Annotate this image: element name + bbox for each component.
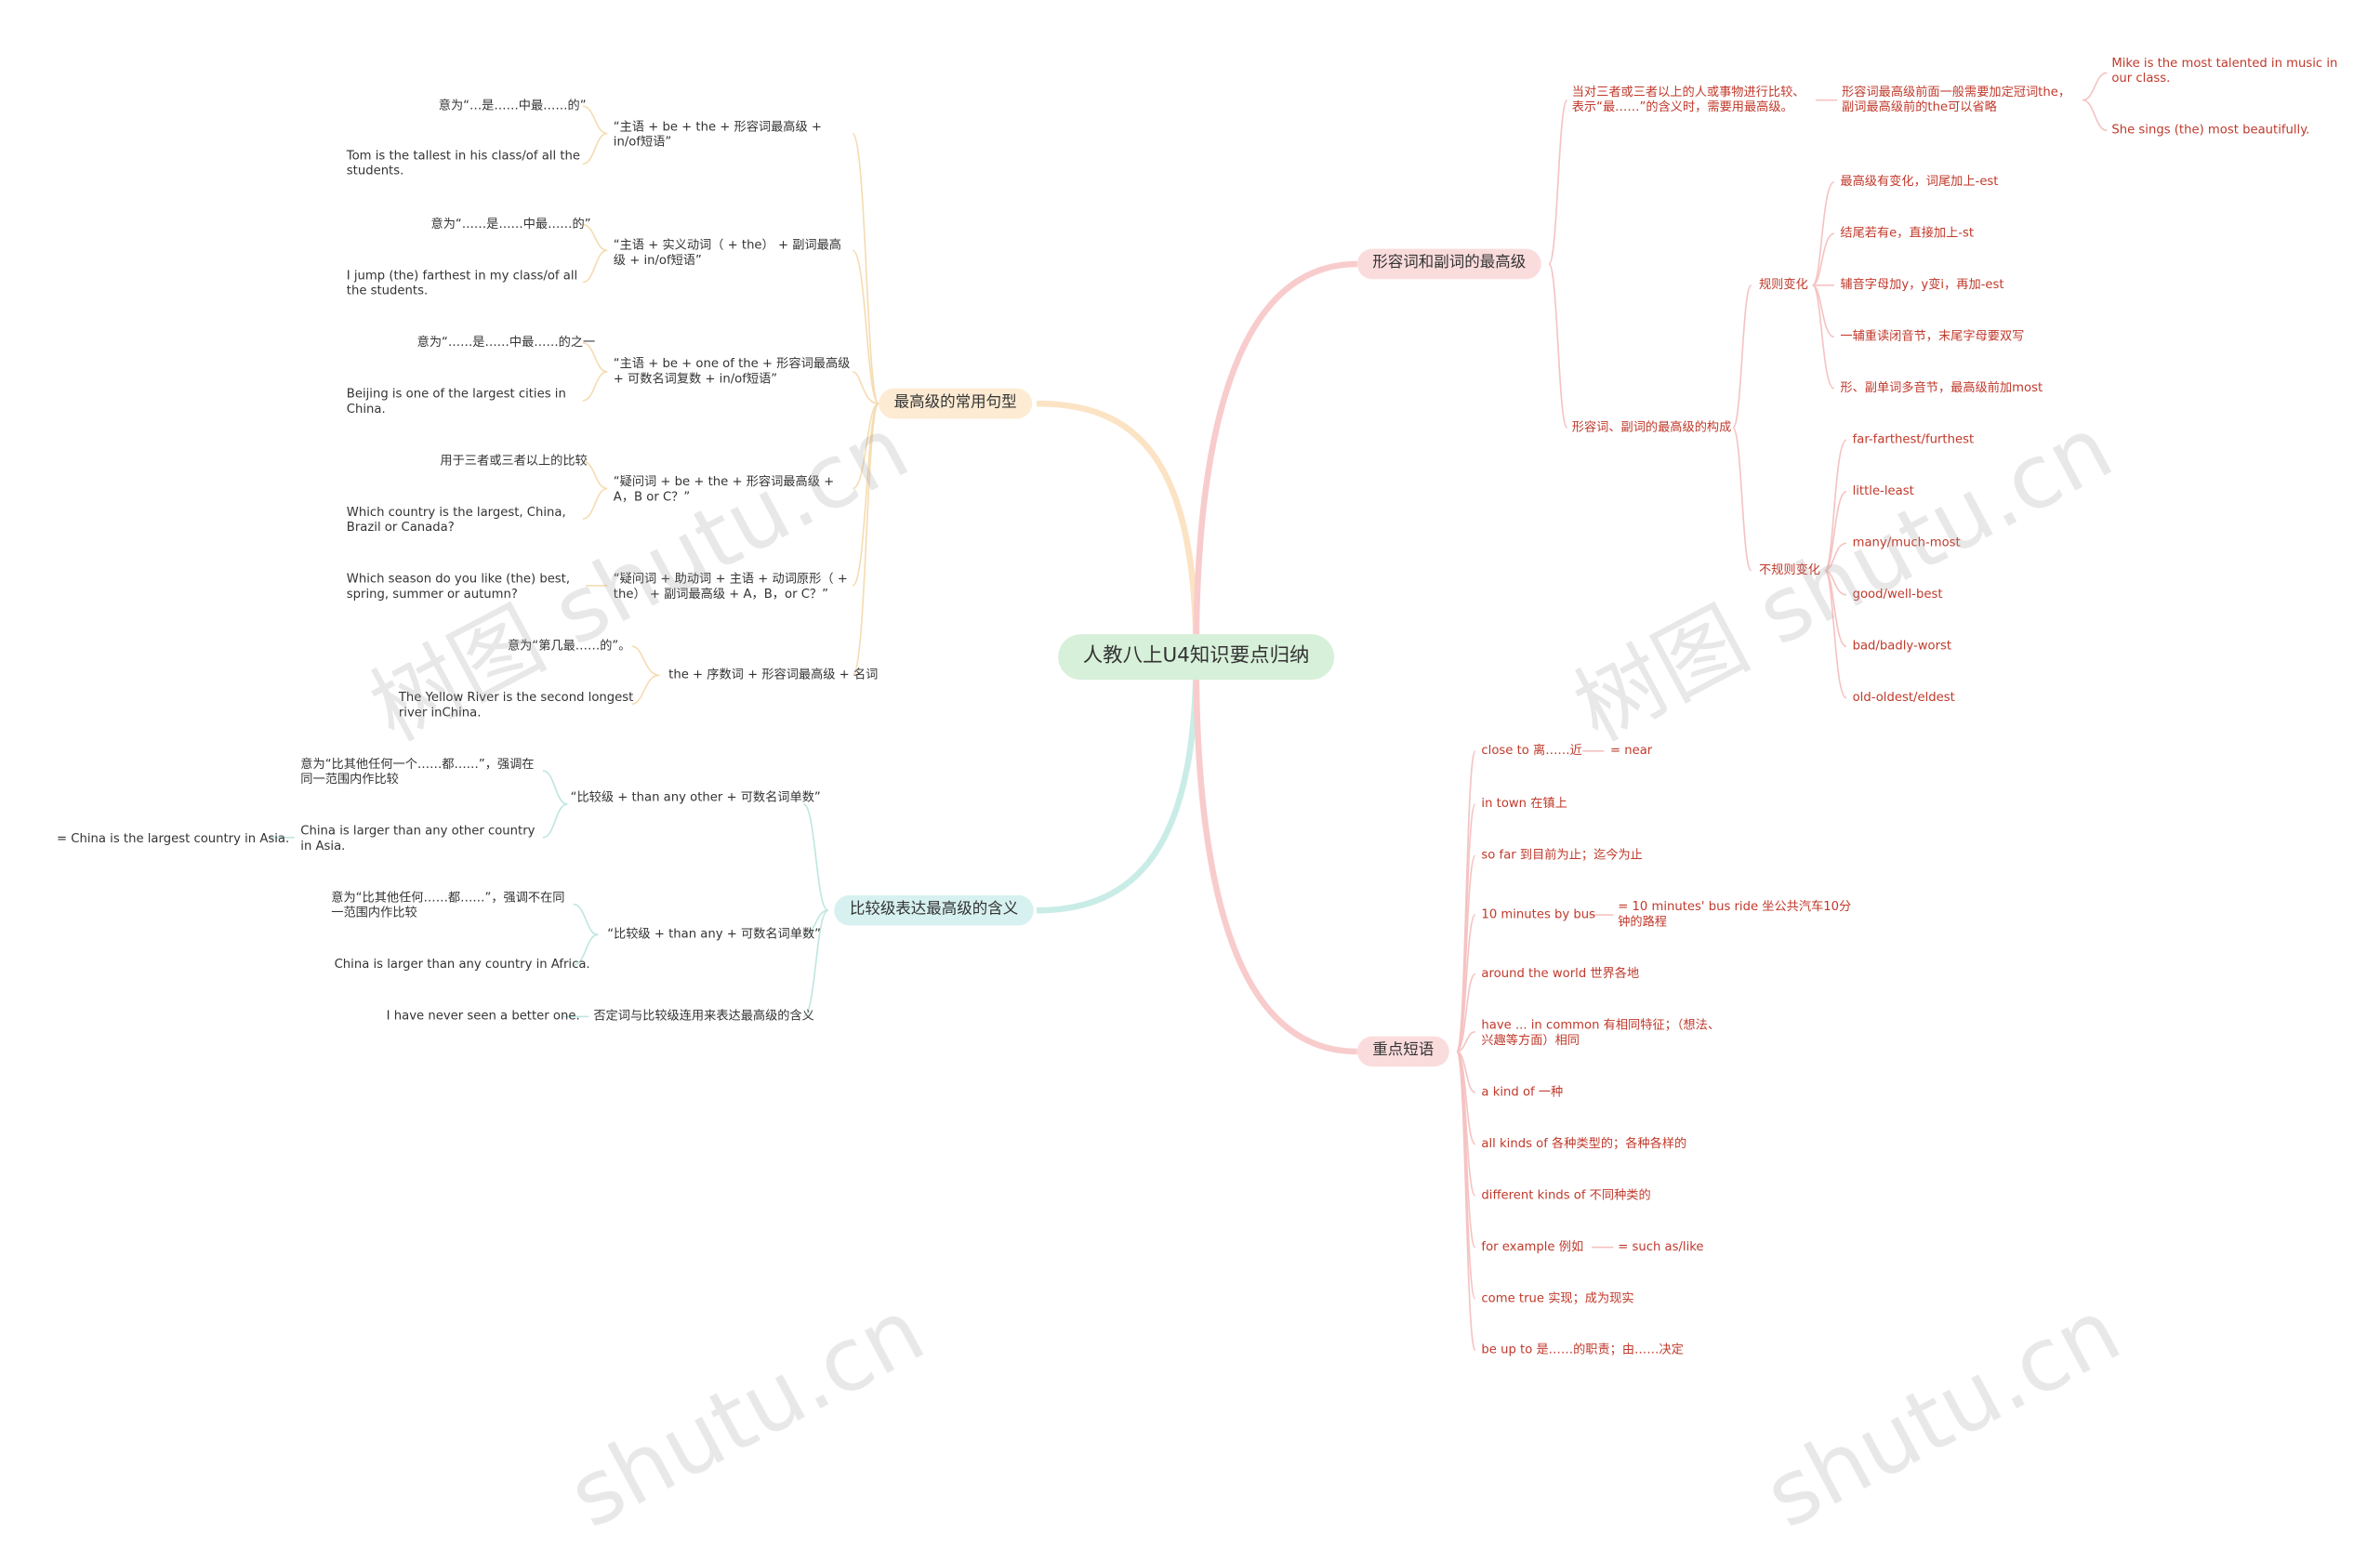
pattern-2-example[interactable]: I jump (the) farthest in my class/of all… (346, 268, 578, 298)
branch-formation[interactable]: 形容词和副词的最高级 (1356, 248, 1541, 280)
phrase-item[interactable]: so far 到目前为止；迄今为止 (1481, 848, 1643, 862)
comparative-3-example[interactable]: I have never seen a better one. (386, 1009, 580, 1023)
phrase-item[interactable]: in town 在镇上 (1481, 796, 1567, 811)
pattern-4-example[interactable]: Which country is the largest, China, Bra… (346, 505, 566, 535)
comparative-1[interactable]: “比较级 + than any other + 可数名词单数” (570, 790, 821, 804)
irregular-form[interactable]: many/much-most (1852, 536, 1961, 549)
pattern-5[interactable]: “疑问词 + 助动词 + 主语 + 动词原形（ + the） + 副词最高级 +… (613, 572, 848, 602)
pattern-2-note[interactable]: 意为“……是……中最……的” (430, 217, 591, 232)
pattern-1-example[interactable]: Tom is the tallest in his class/of all t… (346, 148, 581, 178)
phrase-item[interactable]: have ... in common 有相同特征；（想法、兴趣等方面）相同 (1481, 1018, 1721, 1048)
comparative-1-example-2[interactable]: = China is the largest country in Asia. (57, 831, 290, 846)
pattern-3-note[interactable]: 意为“……是……中最……的之一 (416, 335, 596, 350)
comparative-1-example[interactable]: China is larger than any other country i… (300, 824, 536, 853)
pattern-4-note[interactable]: 用于三者或三者以上的比较 (440, 453, 588, 468)
comparative-2-example[interactable]: China is larger than any country in Afri… (334, 957, 590, 972)
formation-example-2[interactable]: She sings (the) most beautifully. (2111, 123, 2310, 137)
pattern-5-example[interactable]: Which season do you like (the) best, spr… (346, 572, 571, 602)
regular-rule[interactable]: 结尾若有e，直接加上-st (1840, 226, 1975, 240)
branch-phrases[interactable]: 重点短语 (1356, 1036, 1449, 1067)
irregular-change[interactable]: 不规则变化 (1758, 562, 1820, 577)
pattern-1-note[interactable]: 意为“…是……中最……的” (438, 99, 587, 112)
connector-lines (270, 72, 2108, 1352)
phrase-item[interactable]: come true 实现；成为现实 (1481, 1290, 1634, 1305)
formation-definition-note[interactable]: 形容词最高级前面一般需要加定冠词the，副词最高级前的the可以省略 (1842, 85, 2071, 114)
pattern-3-example[interactable]: Beijing is one of the largest cities in … (346, 387, 566, 417)
pattern-4[interactable]: “疑问词 + be + the + 形容词最高级 + A，B or C？” (613, 474, 835, 504)
pattern-2[interactable]: “主语 + 实义动词（ + the） + 副词最高级 + in/of短语” (613, 238, 841, 268)
pattern-6-example[interactable]: The Yellow River is the second longest r… (398, 690, 634, 720)
irregular-form[interactable]: old-oldest/eldest (1852, 690, 1955, 705)
pattern-6-note[interactable]: 意为“第几最……的”。 (507, 639, 631, 653)
branch-sentences[interactable]: 最高级的常用句型 (879, 388, 1033, 419)
phrase-item[interactable]: close to 离……近 (1481, 743, 1582, 758)
phrase-item[interactable]: for example 例如 (1481, 1239, 1584, 1254)
pattern-1[interactable]: “主语 + be + the + 形容词最高级 + in/of短语” (613, 119, 822, 149)
irregular-form[interactable]: bad/badly-worst (1852, 639, 1952, 653)
regular-rule[interactable]: 形、副单词多音节，最高级前加most (1840, 380, 2043, 395)
phrase-item[interactable]: all kinds of 各种类型的；各种各样的 (1481, 1136, 1687, 1151)
formation-definition[interactable]: 当对三者或三者以上的人或事物进行比较、表示“最……”的含义时，需要用最高级。 (1571, 85, 1805, 114)
center-topic[interactable]: 人教八上U4知识要点归纳 (1058, 634, 1335, 681)
regular-rule[interactable]: 一辅重读闭音节，末尾字母要双写 (1840, 329, 2025, 343)
phrase-item[interactable]: different kinds of 不同种类的 (1481, 1187, 1651, 1202)
formation-example-1[interactable]: Mike is the most talented in music in ou… (2111, 56, 2338, 86)
regular-change[interactable]: 规则变化 (1758, 277, 1808, 292)
phrase-item[interactable]: 10 minutes by bus (1481, 906, 1596, 921)
comparative-2[interactable]: “比较级 + than any + 可数名词单数” (607, 927, 821, 941)
branch-comparative[interactable]: 比较级表达最高级的含义 (834, 894, 1034, 926)
phrase-extra[interactable]: = near (1609, 743, 1653, 758)
pattern-3[interactable]: “主语 + be + one of the + 形容词最高级 + 可数名词复数 … (613, 356, 851, 386)
comparative-1-note[interactable]: 意为“比其他任何一个……都……”，强调在同一范围内作比较 (300, 757, 535, 787)
irregular-form[interactable]: little-least (1852, 483, 1914, 498)
formation-build[interactable]: 形容词、副词的最高级的构成 (1571, 420, 1732, 434)
phrase-extra[interactable]: = 10 minutes' bus ride 坐公共汽车10分钟的路程 (1618, 899, 1852, 929)
irregular-form[interactable]: far-farthest/furthest (1852, 432, 1975, 446)
regular-rule[interactable]: 辅音字母加y，y变i，再加-est (1840, 277, 2004, 292)
phrase-item[interactable]: a kind of 一种 (1481, 1084, 1564, 1099)
irregular-form[interactable]: good/well-best (1852, 587, 1943, 602)
comparative-3[interactable]: 否定词与比较级连用来表达最高级的含义 (593, 1009, 814, 1023)
pattern-6[interactable]: the + 序数词 + 形容词最高级 + 名词 (668, 668, 879, 681)
mind-map-canvas: 人教八上U4知识要点归纳 最高级的常用句型 比较级表达最高级的含义 形容词和副词… (57, 56, 2338, 1547)
comparative-2-note[interactable]: 意为“比其他任何……都……”，强调不在同一范围内作比较 (331, 890, 565, 920)
phrase-extra[interactable]: = such as/like (1618, 1239, 1704, 1254)
regular-rule[interactable]: 最高级有变化，词尾加上-est (1840, 174, 1999, 189)
phrase-item[interactable]: be up to 是……的职责；由……决定 (1481, 1343, 1684, 1357)
phrase-item[interactable]: around the world 世界各地 (1481, 966, 1640, 981)
